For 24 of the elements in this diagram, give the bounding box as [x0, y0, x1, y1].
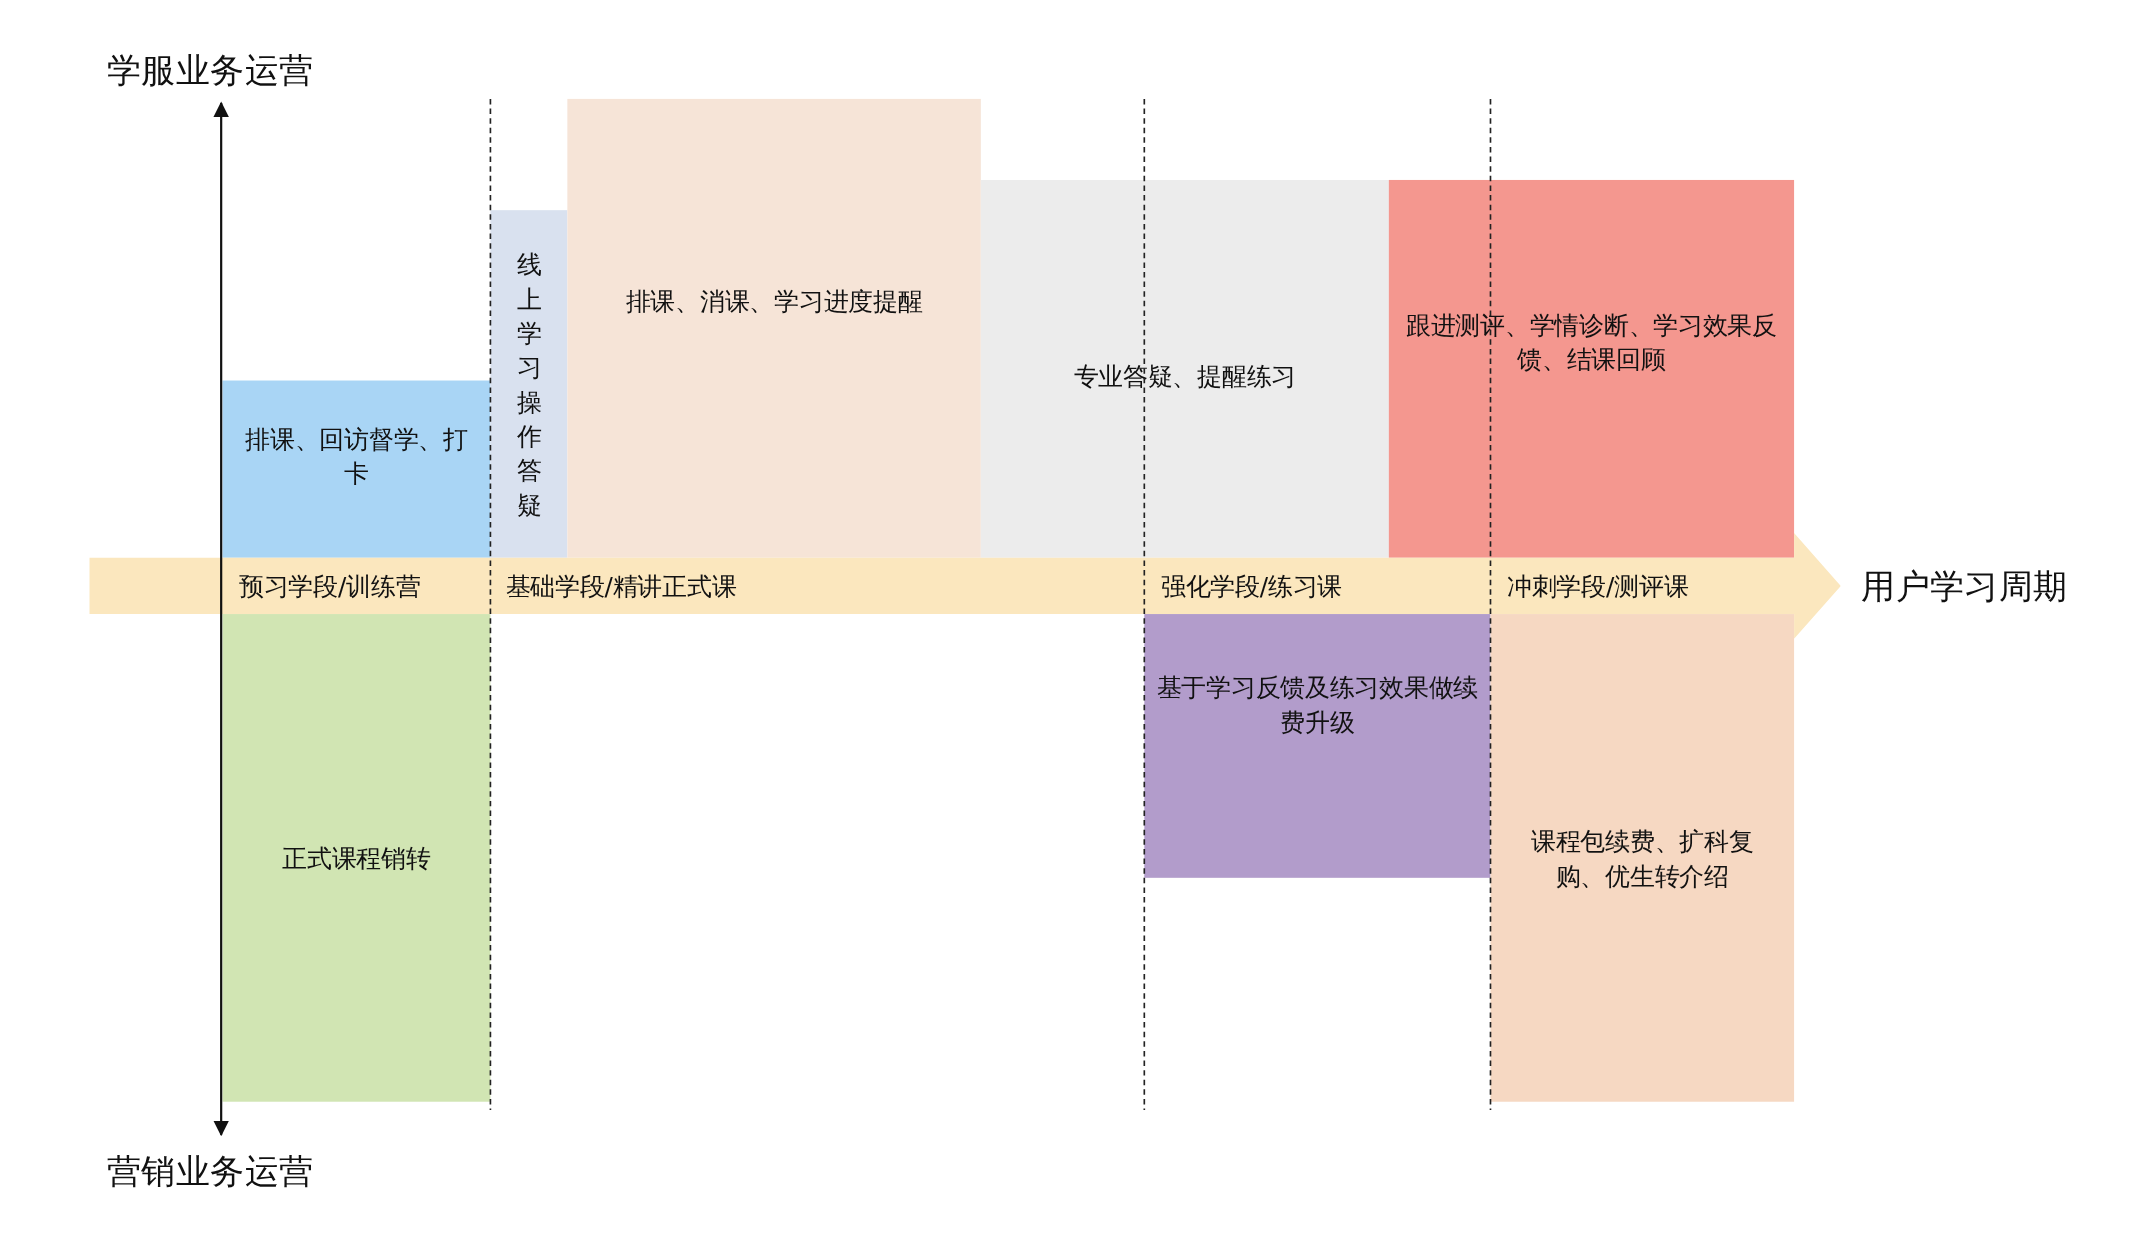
- box-text: 专业答疑、提醒练习: [1073, 360, 1297, 393]
- stage-label: 强化学段/练习课: [1160, 570, 1343, 603]
- stage-label: 冲刺学段/测评课: [1506, 570, 1689, 603]
- axis-label: 学服业务运营: [107, 49, 314, 93]
- axis-label: 用户学习周期: [1861, 564, 2068, 608]
- box-text: 正式课程销转: [282, 842, 431, 875]
- box-text: 排课、回访督学、打卡: [244, 422, 469, 489]
- service-box: [490, 210, 568, 558]
- timeline-arrow-band: [89, 533, 1841, 639]
- service-box: [567, 98, 981, 558]
- marketing-box: [1144, 614, 1491, 878]
- marketing-box: [1490, 614, 1795, 1102]
- box-text: 基于学习反馈及练习效果做续费升级: [1156, 672, 1479, 739]
- box-text: 课程包续费、扩科复购、优生转介绍: [1530, 825, 1755, 892]
- stage-label: 基础学段/精讲正式课: [505, 570, 737, 603]
- axis-label: 营销业务运营: [107, 1150, 314, 1193]
- marketing-box: [222, 614, 491, 1102]
- service-box: [1388, 179, 1795, 558]
- stage-label: 预习学段/训练营: [239, 570, 421, 603]
- box-text: 排课、消课、学习进度提醒: [625, 285, 923, 318]
- box-text: 线上学习操作答疑: [515, 248, 543, 521]
- service-box: [222, 380, 491, 558]
- box-text: 跟进测评、学情诊断、学习效果反馈、结课回顾: [1405, 308, 1778, 375]
- service-box: [980, 179, 1389, 558]
